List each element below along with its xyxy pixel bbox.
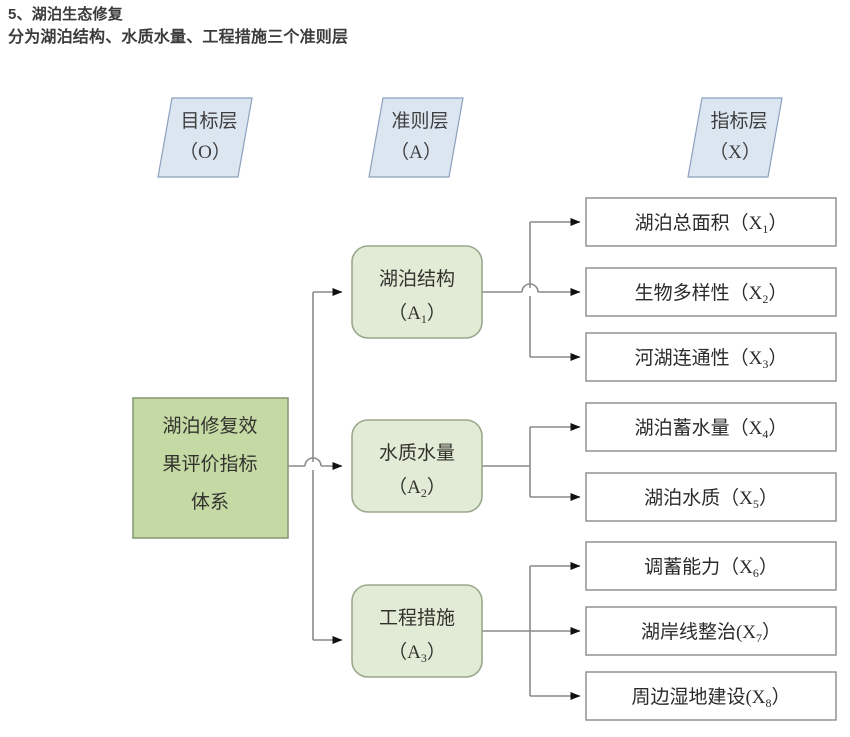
goal-node-line-1: 湖泊修复效 (162, 415, 257, 437)
goal-node[interactable]: 湖泊修复效 果评价指标 体系 (132, 397, 289, 539)
indicator-layer-header-code: （X） (709, 141, 761, 163)
indicator-node-x3-box (585, 332, 837, 382)
indicator-node-x5-box (585, 472, 837, 522)
indicator-node-x8[interactable]: 周边湿地建设(X8） (585, 671, 837, 721)
indicator-node-x4-box (585, 402, 837, 452)
criteria-node-a2-box (351, 419, 483, 513)
indicator-node-x2-label: 生物多样性（X2） (635, 282, 788, 306)
criteria-node-a3[interactable]: 工程措施 （A3） (351, 584, 483, 678)
indicator-node-x6-label: 调蓄能力（X6） (644, 556, 778, 580)
heading-line-2: 分为湖泊结构、水质水量、工程措施三个准则层 (8, 29, 349, 46)
heading-line-1: 5、湖泊生态修复 (8, 6, 123, 23)
indicator-layer-header-title: 指标层 (710, 110, 767, 132)
indicator-node-x1-label: 湖泊总面积（X1） (635, 212, 788, 236)
criteria-node-a2-code-sub: 2 (421, 486, 427, 500)
criteria-layer-header-code: （A） (390, 141, 442, 163)
criteria-node-a1-box (351, 245, 483, 339)
page-heading: 5、湖泊生态修复 分为湖泊结构、水质水量、工程措施三个准则层 (8, 4, 708, 50)
indicator-node-x3-label: 河湖连通性（X3） (635, 347, 788, 371)
goal-layer-header: 目标层 （O） (157, 97, 253, 178)
indicator-layer-header-shape (687, 97, 783, 178)
criteria-node-a1[interactable]: 湖泊结构 （A1） (351, 245, 483, 339)
indicator-node-x6-box (585, 541, 837, 591)
indicator-node-x1[interactable]: 湖泊总面积（X1） (585, 197, 837, 247)
indicator-node-x6[interactable]: 调蓄能力（X6） (585, 541, 837, 591)
criteria-node-a1-code-sub: 1 (421, 312, 427, 326)
indicator-node-x8-box (585, 671, 837, 721)
criteria-node-a3-label: 工程措施 (379, 607, 455, 629)
criteria-node-a1-code-tail: ） (427, 302, 446, 324)
criteria-node-a3-code-base: （A (388, 641, 421, 663)
indicator-node-x2-box (585, 267, 837, 317)
indicator-node-x7-label: 湖岸线整治(X7） (641, 621, 781, 645)
criteria-node-a1-label: 湖泊结构 (379, 268, 455, 290)
indicator-node-x3[interactable]: 河湖连通性（X3） (585, 332, 837, 382)
criteria-node-a1-code: （A1） (388, 302, 446, 326)
criteria-layer-header-title: 准则层 (391, 110, 448, 132)
criteria-layer-header-shape (368, 97, 464, 178)
indicator-node-x8-label: 周边湿地建设(X8） (631, 686, 790, 710)
criteria-node-a3-code: （A3） (388, 641, 446, 665)
criteria-node-a3-box (351, 584, 483, 678)
indicator-node-x4-label: 湖泊蓄水量（X4） (635, 417, 788, 441)
goal-node-line-2: 果评价指标 (162, 453, 257, 475)
indicator-node-x5[interactable]: 湖泊水质（X5） (585, 472, 837, 522)
criteria-node-a1-code-base: （A (388, 302, 421, 324)
goal-layer-header-code: （O） (179, 141, 231, 163)
goal-layer-header-title: 目标层 (180, 110, 237, 132)
indicator-layer-header: 指标层 （X） (687, 97, 783, 178)
criteria-layer-header: 准则层 （A） (368, 97, 464, 178)
goal-layer-header-shape (157, 97, 253, 178)
criteria-node-a2-code-tail: ） (427, 476, 446, 498)
criteria-node-a3-code-tail: ） (427, 641, 446, 663)
indicator-node-x2[interactable]: 生物多样性（X2） (585, 267, 837, 317)
indicator-node-x1-box (585, 197, 837, 247)
indicator-node-x7[interactable]: 湖岸线整治(X7） (585, 606, 837, 656)
criteria-node-a2-label: 水质水量 (379, 442, 455, 464)
indicator-node-x7-box (585, 606, 837, 656)
criteria-node-a2-code: （A2） (388, 476, 446, 500)
criteria-node-a3-code-sub: 3 (421, 651, 427, 665)
indicator-node-x5-label: 湖泊水质（X5） (644, 487, 778, 511)
criteria-node-a2[interactable]: 水质水量 （A2） (351, 419, 483, 513)
indicator-node-x4[interactable]: 湖泊蓄水量（X4） (585, 402, 837, 452)
goal-node-line-3: 体系 (191, 491, 229, 513)
goal-node-box (132, 397, 289, 539)
criteria-node-a2-code-base: （A (388, 476, 421, 498)
